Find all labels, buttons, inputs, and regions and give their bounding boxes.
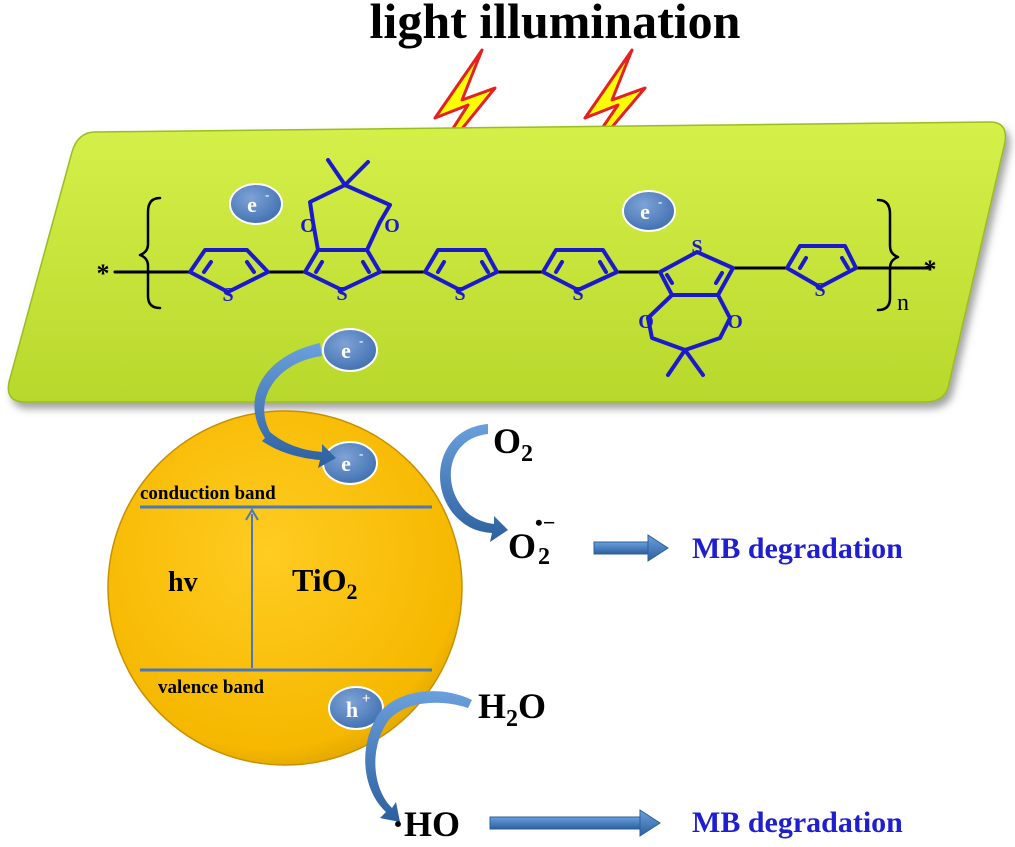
- oxygen-label: O: [300, 215, 316, 237]
- oxygen-label: O: [384, 215, 400, 237]
- tio2-label: TiO2: [292, 562, 358, 604]
- hydroxyl-species: ·HO: [392, 804, 460, 842]
- svg-text:e: e: [640, 199, 650, 224]
- electron-badge: e -: [229, 183, 283, 225]
- degradation-arrow: [489, 809, 661, 837]
- sulfur-label: S: [454, 283, 465, 305]
- svg-text:e: e: [341, 338, 351, 363]
- repeat-bracket: [138, 196, 900, 312]
- polymer-structure: S S S S S S O O O O * * n: [97, 158, 937, 377]
- svg-text:e: e: [341, 451, 351, 476]
- water-species: H2O: [478, 686, 546, 732]
- water-oxidation-arrow: [365, 691, 472, 822]
- degradation-arrow: [593, 534, 669, 562]
- oxygen-label: O: [727, 311, 743, 333]
- sulfur-label: S: [691, 236, 702, 258]
- conduction-band-label: conduction band: [140, 483, 276, 504]
- electron-badge: e -: [322, 441, 378, 485]
- repeat-index: n: [897, 290, 909, 316]
- end-star-left: *: [97, 259, 110, 288]
- mb-degradation-label: MB degradation: [692, 532, 903, 565]
- end-star-right: *: [924, 255, 937, 284]
- excitation-label: hv: [168, 567, 198, 598]
- valence-band-label: valence band: [158, 677, 265, 698]
- svg-text:-: -: [265, 187, 269, 202]
- svg-text:-: -: [359, 446, 363, 461]
- electron-badge: e -: [322, 328, 378, 372]
- polymer-plane: [7, 121, 1007, 403]
- superoxide-charge: •−: [535, 510, 555, 535]
- svg-text:e: e: [247, 192, 257, 217]
- sulfur-label: S: [222, 284, 233, 306]
- svg-text:-: -: [359, 333, 363, 348]
- electron-badge: e -: [622, 190, 676, 232]
- oxygen-reduction-arrow: [440, 424, 508, 542]
- svg-text:h: h: [346, 697, 358, 722]
- tio2-sphere: conduction band valence band hv TiO2: [107, 410, 463, 766]
- oxygen-species: O2: [493, 421, 533, 467]
- sulfur-label: S: [572, 283, 583, 305]
- svg-text:+: +: [362, 691, 371, 707]
- oxygen-label: O: [638, 311, 654, 333]
- title: light illumination: [370, 0, 741, 49]
- superoxide-species: O2: [508, 526, 550, 570]
- mb-degradation-label: MB degradation: [692, 806, 903, 839]
- sulfur-label: S: [336, 283, 347, 305]
- hole-badge: h +: [328, 686, 384, 730]
- electron-transfer-arrow: [254, 343, 336, 468]
- svg-text:-: -: [658, 194, 662, 209]
- sulfur-label: S: [814, 279, 825, 301]
